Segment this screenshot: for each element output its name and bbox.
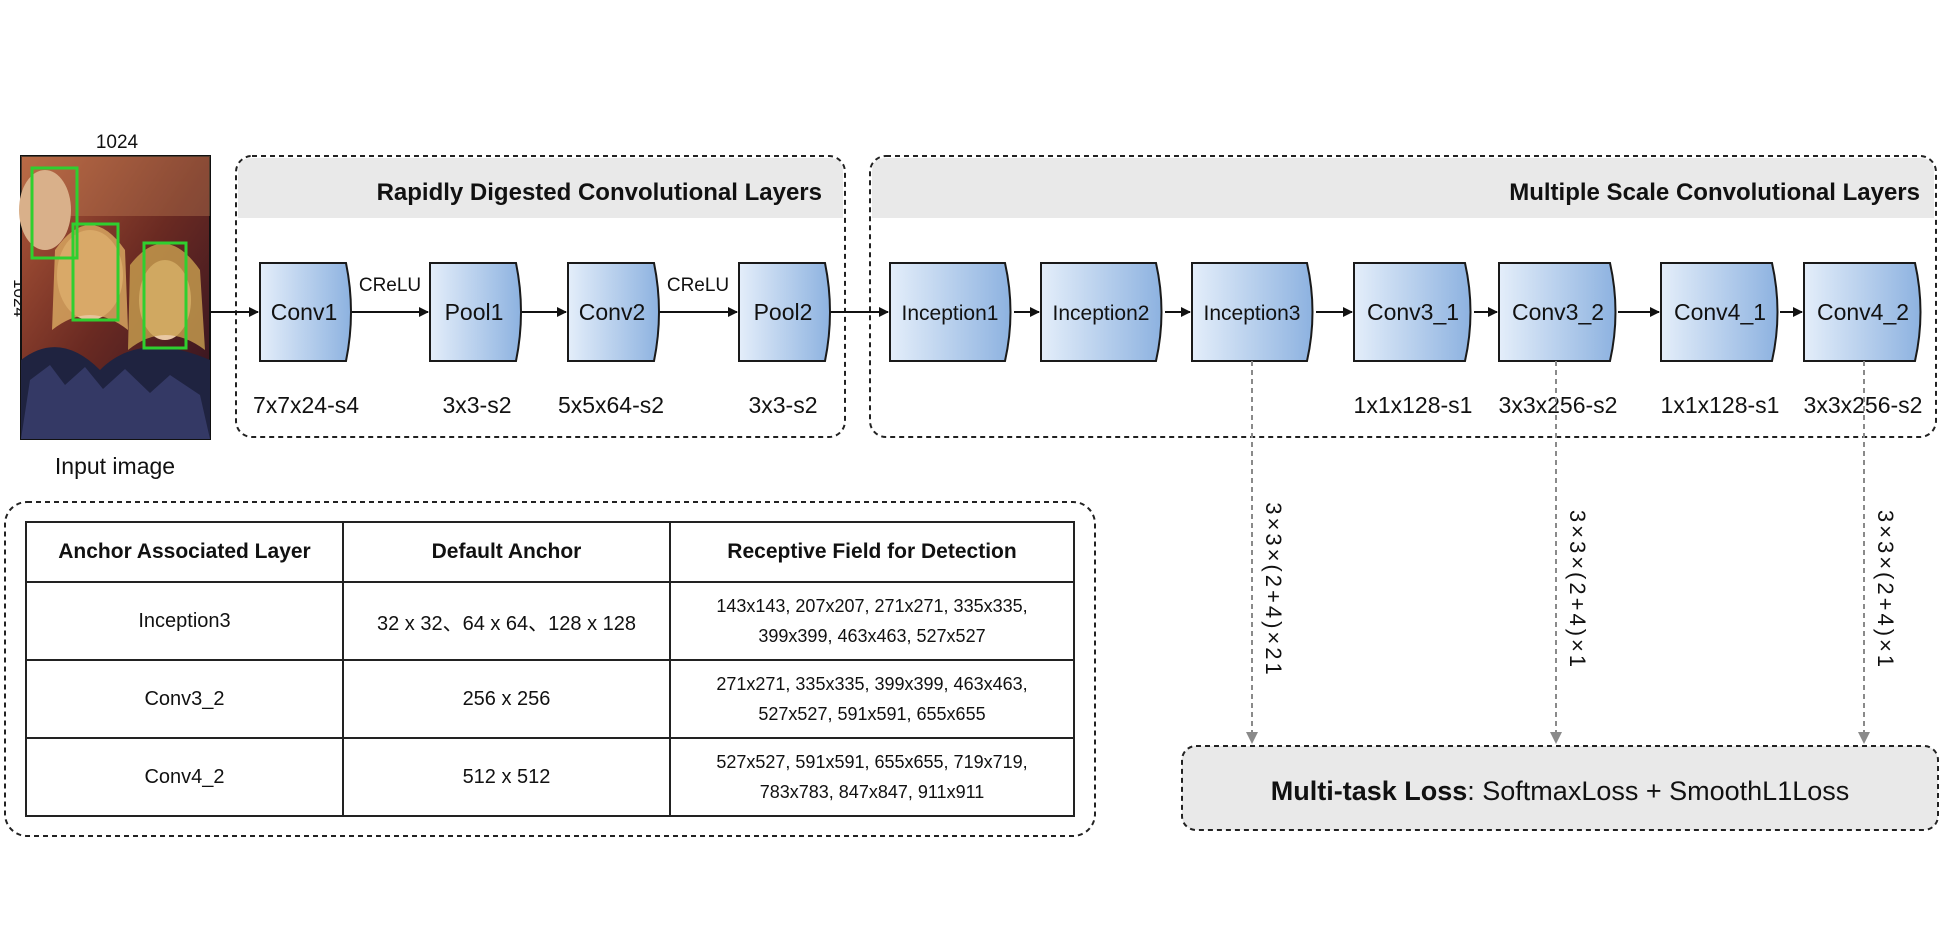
table-cell-layer: Conv4_2 [25, 737, 344, 817]
detection-head-arrows [1246, 361, 1870, 744]
layer-name: Pool2 [754, 299, 813, 325]
loss-text: Multi-task Loss: SoftmaxLoss + SmoothL1L… [1271, 776, 1850, 806]
layer-spec: 3x3x256-s2 [1499, 392, 1618, 418]
layer-box-inception2: Inception2 [1040, 262, 1163, 362]
table-header: Default Anchor [342, 521, 671, 583]
table-cell-anchor: 512 x 512 [342, 737, 671, 817]
loss-box: Multi-task Loss: SoftmaxLoss + SmoothL1L… [1181, 745, 1939, 831]
activation-label: CReLU [667, 275, 729, 296]
layer-name: Inception2 [1053, 302, 1150, 325]
rdcl-title: Rapidly Digested Convolutional Layers [377, 179, 822, 206]
rf-line: 399x399, 463x463, 527x527 [758, 626, 986, 646]
loss-rest: : SoftmaxLoss + SmoothL1Loss [1467, 776, 1849, 806]
layer-spec: 3x3-s2 [442, 392, 511, 418]
face-box [142, 241, 188, 350]
mscl-group: Multiple Scale Convolutional Layers [869, 155, 1937, 438]
layer-spec: 5x5x64-s2 [558, 392, 664, 418]
table-header: Anchor Associated Layer [25, 521, 344, 583]
layer-name: Inception3 [1204, 302, 1301, 325]
layer-name: Inception1 [902, 302, 999, 325]
layer-name: Conv1 [271, 299, 337, 325]
rf-line: 783x783, 847x847, 911x911 [759, 782, 985, 802]
table-cell-anchor: 256 x 256 [342, 659, 671, 739]
layer-box-conv4-1: Conv4_1 [1660, 262, 1779, 362]
table-row: Inception3 32 x 32、64 x 64、128 x 128 143… [25, 581, 1075, 661]
layer-box-conv1: Conv1 [259, 262, 352, 362]
loss-bold: Multi-task Loss [1271, 776, 1468, 806]
head-label: 3×3×(2+4)×21 [1261, 502, 1286, 677]
layer-box-conv3-2: Conv3_2 [1498, 262, 1617, 362]
table-header: Receptive Field for Detection [669, 521, 1075, 583]
rdcl-group: Rapidly Digested Convolutional Layers [235, 155, 846, 438]
input-image [19, 155, 211, 440]
table-cell-receptive-field: 527x527, 591x591, 655x655, 719x719, 783x… [669, 737, 1075, 817]
layer-name: Conv2 [579, 299, 645, 325]
layer-box-conv2: Conv2 [567, 262, 660, 362]
table-cell-receptive-field: 271x271, 335x335, 399x399, 463x463, 527x… [669, 659, 1075, 739]
layer-box-pool2: Pool2 [738, 262, 831, 362]
layer-box-conv4-2: Conv4_2 [1803, 262, 1922, 362]
table-header-row: Anchor Associated Layer Default Anchor R… [25, 521, 1075, 583]
layer-name: Conv4_2 [1817, 299, 1909, 325]
layer-box-inception3: Inception3 [1191, 262, 1314, 362]
layer-spec: 3x3x256-s2 [1804, 392, 1923, 418]
table-cell-layer: Conv3_2 [25, 659, 344, 739]
layer-box-inception1: Inception1 [889, 262, 1012, 362]
layer-name: Pool1 [445, 299, 504, 325]
layer-spec: 7x7x24-s4 [253, 392, 359, 418]
head-label: 3×3×(2+4)×1 [1565, 510, 1590, 670]
table-cell-receptive-field: 143x143, 207x207, 271x271, 335x335, 399x… [669, 581, 1075, 661]
rf-line: 143x143, 207x207, 271x271, 335x335, [716, 596, 1028, 616]
table-container [4, 501, 1096, 837]
face-box [71, 222, 120, 322]
rf-line: 527x527, 591x591, 655x655, 719x719, [716, 752, 1028, 772]
layer-box-pool1: Pool1 [429, 262, 522, 362]
head-label: 3×3×(2+4)×1 [1873, 510, 1898, 670]
activation-label: CReLU [359, 275, 421, 296]
input-caption: Input image [55, 453, 175, 479]
rf-line: 271x271, 335x335, 399x399, 463x463, [716, 674, 1028, 694]
layer-spec: 3x3-s2 [748, 392, 817, 418]
input-size-top: 1024 [96, 132, 139, 153]
layer-name: Conv3_2 [1512, 299, 1604, 325]
mscl-title: Multiple Scale Convolutional Layers [1509, 179, 1920, 206]
face-box [30, 166, 79, 260]
table-row: Conv3_2 256 x 256 271x271, 335x335, 399x… [25, 659, 1075, 739]
anchor-table: Anchor Associated Layer Default Anchor R… [25, 521, 1075, 817]
layer-name: Conv4_1 [1674, 299, 1766, 325]
layer-spec: 1x1x128-s1 [1354, 392, 1473, 418]
layer-spec: 1x1x128-s1 [1661, 392, 1780, 418]
rf-line: 527x527, 591x591, 655x655 [758, 704, 986, 724]
table-cell-anchor: 32 x 32、64 x 64、128 x 128 [342, 581, 671, 661]
layer-name: Conv3_1 [1367, 299, 1459, 325]
layer-box-conv3-1: Conv3_1 [1353, 262, 1472, 362]
table-cell-layer: Inception3 [25, 581, 344, 661]
table-row: Conv4_2 512 x 512 527x527, 591x591, 655x… [25, 737, 1075, 817]
